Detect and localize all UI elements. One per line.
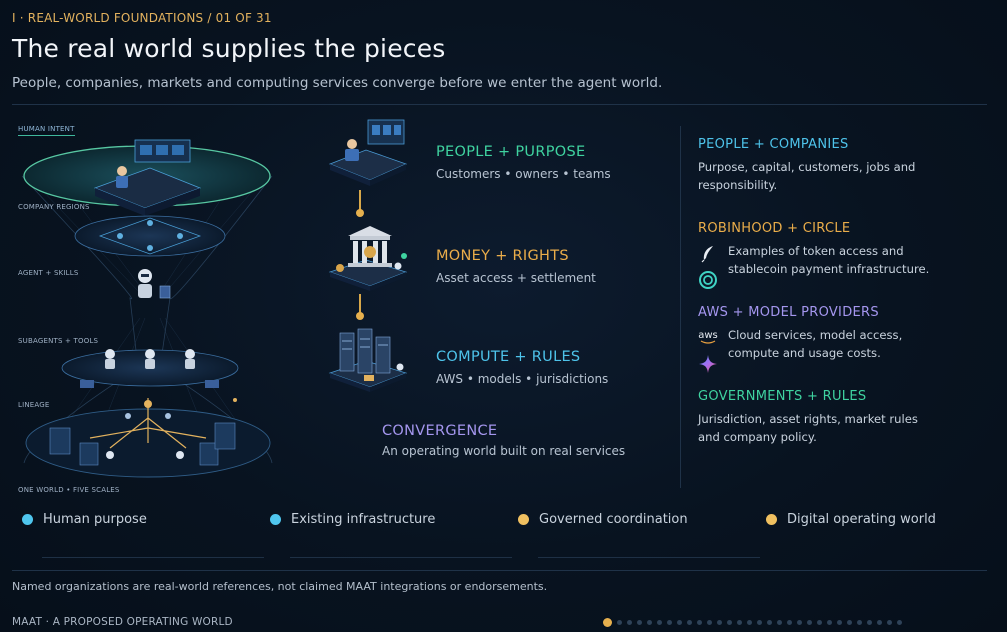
pager-dot[interactable] bbox=[877, 620, 882, 625]
pager-dot[interactable] bbox=[627, 620, 632, 625]
section-title: ROBINHOOD + CIRCLE bbox=[698, 221, 851, 236]
pager-dot[interactable] bbox=[677, 620, 682, 625]
pager-dot[interactable] bbox=[637, 620, 642, 625]
section-aws-model-providers: AWS + MODEL PROVIDERS aws Cloud services… bbox=[698, 305, 988, 374]
header-divider bbox=[12, 104, 987, 105]
flow-title: PEOPLE + PURPOSE bbox=[436, 144, 586, 160]
legend-label: Human purpose bbox=[43, 512, 147, 527]
legend-label: Governed coordination bbox=[539, 512, 688, 527]
convergence-title: CONVERGENCE bbox=[382, 423, 498, 439]
footer-divider bbox=[12, 570, 987, 571]
pager-dot[interactable] bbox=[887, 620, 892, 625]
page-subtitle: People, companies, markets and computing… bbox=[12, 75, 663, 91]
server-rack-icon bbox=[328, 328, 408, 392]
legend-underline bbox=[42, 557, 264, 558]
pager-dot[interactable] bbox=[717, 620, 722, 625]
section-title: AWS + MODEL PROVIDERS bbox=[698, 305, 879, 320]
legend-dot bbox=[766, 514, 777, 525]
footer-label: MAAT · A PROPOSED OPERATING WORLD bbox=[12, 616, 233, 628]
section-title: PEOPLE + COMPANIES bbox=[698, 137, 849, 152]
disclaimer-text: Named organizations are real-world refer… bbox=[12, 580, 548, 593]
legend-underline bbox=[290, 557, 512, 558]
flow-money-rights: MONEY + RIGHTS Asset access + settlement bbox=[326, 222, 626, 292]
stack-label-one-world: ONE WORLD • FIVE SCALES bbox=[18, 486, 120, 494]
pager-dot[interactable] bbox=[757, 620, 762, 625]
flow-connector bbox=[359, 294, 361, 316]
legend-digital-operating-world: Digital operating world bbox=[766, 512, 936, 527]
sparkle-icon bbox=[698, 354, 718, 374]
aws-logo-text: aws bbox=[698, 330, 718, 341]
section-people-companies: PEOPLE + COMPANIES Purpose, capital, cus… bbox=[698, 137, 988, 194]
stack-label-human-intent: HUMAN INTENT bbox=[18, 125, 75, 136]
pager-dot[interactable] bbox=[727, 620, 732, 625]
column-divider bbox=[680, 126, 681, 488]
flow-connector-dot bbox=[356, 312, 364, 320]
flow-subtitle: Customers • owners • teams bbox=[436, 167, 611, 181]
page-title: The real world supplies the pieces bbox=[12, 34, 446, 63]
flow-subtitle: AWS • models • jurisdictions bbox=[436, 372, 609, 386]
flow-compute-rules: COMPUTE + RULES AWS • models • jurisdict… bbox=[326, 323, 626, 393]
pager-dot[interactable] bbox=[897, 620, 902, 625]
legend-dot bbox=[518, 514, 529, 525]
feather-icon bbox=[698, 244, 718, 264]
legend-label: Existing infrastructure bbox=[291, 512, 436, 527]
pager-dot[interactable] bbox=[867, 620, 872, 625]
section-title: GOVERNMENTS + RULES bbox=[698, 389, 867, 404]
stack-label-company-regions: COMPANY REGIONS bbox=[18, 203, 90, 211]
flow-subtitle: Asset access + settlement bbox=[436, 271, 596, 285]
section-robinhood-circle: ROBINHOOD + CIRCLE Examples of token acc… bbox=[698, 221, 988, 290]
pager-dot[interactable] bbox=[737, 620, 742, 625]
stack-label-subagents-tools: SUBAGENTS + TOOLS bbox=[18, 337, 99, 345]
flow-people-purpose: PEOPLE + PURPOSE Customers • owners • te… bbox=[326, 118, 626, 188]
legend-underline bbox=[538, 557, 760, 558]
flow-connector-dot bbox=[356, 209, 364, 217]
pager-dot[interactable] bbox=[827, 620, 832, 625]
pager-dot[interactable] bbox=[707, 620, 712, 625]
section-text: Jurisdiction, asset rights, market rules… bbox=[698, 412, 918, 444]
bank-icon bbox=[328, 226, 408, 291]
five-scales-illustration: HUMAN INTENT COMPANY REGIONS AGENT + SKI… bbox=[10, 118, 300, 498]
legend-dot bbox=[22, 514, 33, 525]
convergence-subtitle: An operating world built on real service… bbox=[382, 444, 626, 458]
person-desk-icon bbox=[328, 119, 408, 186]
flow-title: MONEY + RIGHTS bbox=[436, 248, 569, 264]
pager-dot-active[interactable] bbox=[603, 618, 612, 627]
scales-funnel-graphic bbox=[21, 139, 273, 478]
pager-dot[interactable] bbox=[617, 620, 622, 625]
legend-label: Digital operating world bbox=[787, 512, 936, 527]
slide-pager[interactable] bbox=[603, 618, 902, 627]
pager-dot[interactable] bbox=[797, 620, 802, 625]
legend-governed-coordination: Governed coordination bbox=[518, 512, 688, 527]
flow-title: COMPUTE + RULES bbox=[436, 349, 581, 365]
aws-logo-icon: aws bbox=[698, 328, 718, 348]
stack-label-agent-skills: AGENT + SKILLS bbox=[18, 269, 79, 277]
section-text: Cloud services, model access, compute an… bbox=[728, 328, 903, 360]
stack-label-lineage: LINEAGE bbox=[18, 401, 50, 409]
section-text: Examples of token access and stablecoin … bbox=[728, 244, 930, 276]
legend-existing-infrastructure: Existing infrastructure bbox=[270, 512, 435, 527]
circle-logo-icon bbox=[698, 270, 718, 290]
pager-dot[interactable] bbox=[657, 620, 662, 625]
pager-dot[interactable] bbox=[667, 620, 672, 625]
legend-human-purpose: Human purpose bbox=[22, 512, 147, 527]
pager-dot[interactable] bbox=[857, 620, 862, 625]
pager-dot[interactable] bbox=[747, 620, 752, 625]
pager-dot[interactable] bbox=[837, 620, 842, 625]
pager-dot[interactable] bbox=[777, 620, 782, 625]
pager-dot[interactable] bbox=[817, 620, 822, 625]
pager-dot[interactable] bbox=[647, 620, 652, 625]
pager-dot[interactable] bbox=[767, 620, 772, 625]
section-kicker: I · REAL-WORLD FOUNDATIONS / 01 OF 31 bbox=[12, 11, 272, 25]
flow-connector bbox=[359, 190, 361, 214]
pager-dot[interactable] bbox=[687, 620, 692, 625]
legend-dot bbox=[270, 514, 281, 525]
pager-dot[interactable] bbox=[697, 620, 702, 625]
section-text: Purpose, capital, customers, jobs and re… bbox=[698, 160, 916, 192]
section-governments-rules: GOVERNMENTS + RULES Jurisdiction, asset … bbox=[698, 389, 988, 446]
pager-dot[interactable] bbox=[787, 620, 792, 625]
pager-dot[interactable] bbox=[807, 620, 812, 625]
pager-dot[interactable] bbox=[847, 620, 852, 625]
